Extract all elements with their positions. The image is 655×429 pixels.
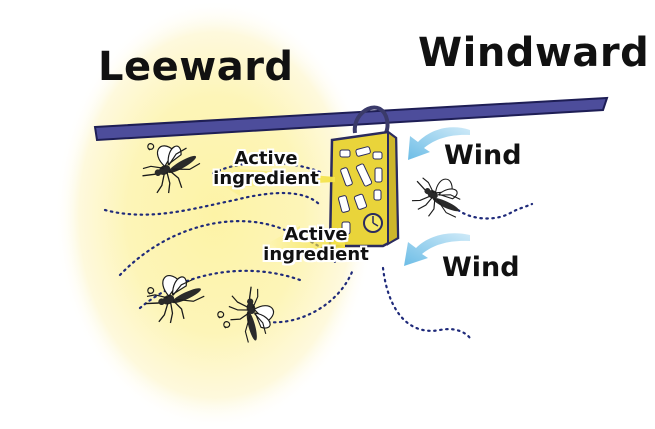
active-ingredient-line2: ingredient — [213, 168, 319, 189]
wind-arrow-lower — [404, 233, 470, 266]
ingredient-arrow-upper — [210, 160, 335, 196]
hanging-bar — [93, 96, 609, 142]
active-ingredient-line2: ingredient — [263, 244, 369, 265]
active-ingredient-label-lower: Active ingredient — [256, 225, 376, 265]
windward-label: Windward — [418, 30, 650, 76]
wind-label-lower: Wind — [442, 252, 520, 283]
wind-label-upper: Wind — [444, 140, 522, 171]
mosquito-icon — [405, 167, 470, 228]
active-ingredient-line1: Active — [234, 148, 298, 169]
motion-marks — [147, 143, 231, 329]
wind-arrow-upper — [408, 127, 470, 160]
active-ingredient-line1: Active — [284, 224, 348, 245]
ingredient-arrow-lower — [268, 226, 345, 260]
leeward-glow — [55, 0, 375, 429]
leeward-label: Leeward — [98, 44, 294, 90]
active-ingredient-label-upper: Active ingredient — [206, 149, 326, 189]
